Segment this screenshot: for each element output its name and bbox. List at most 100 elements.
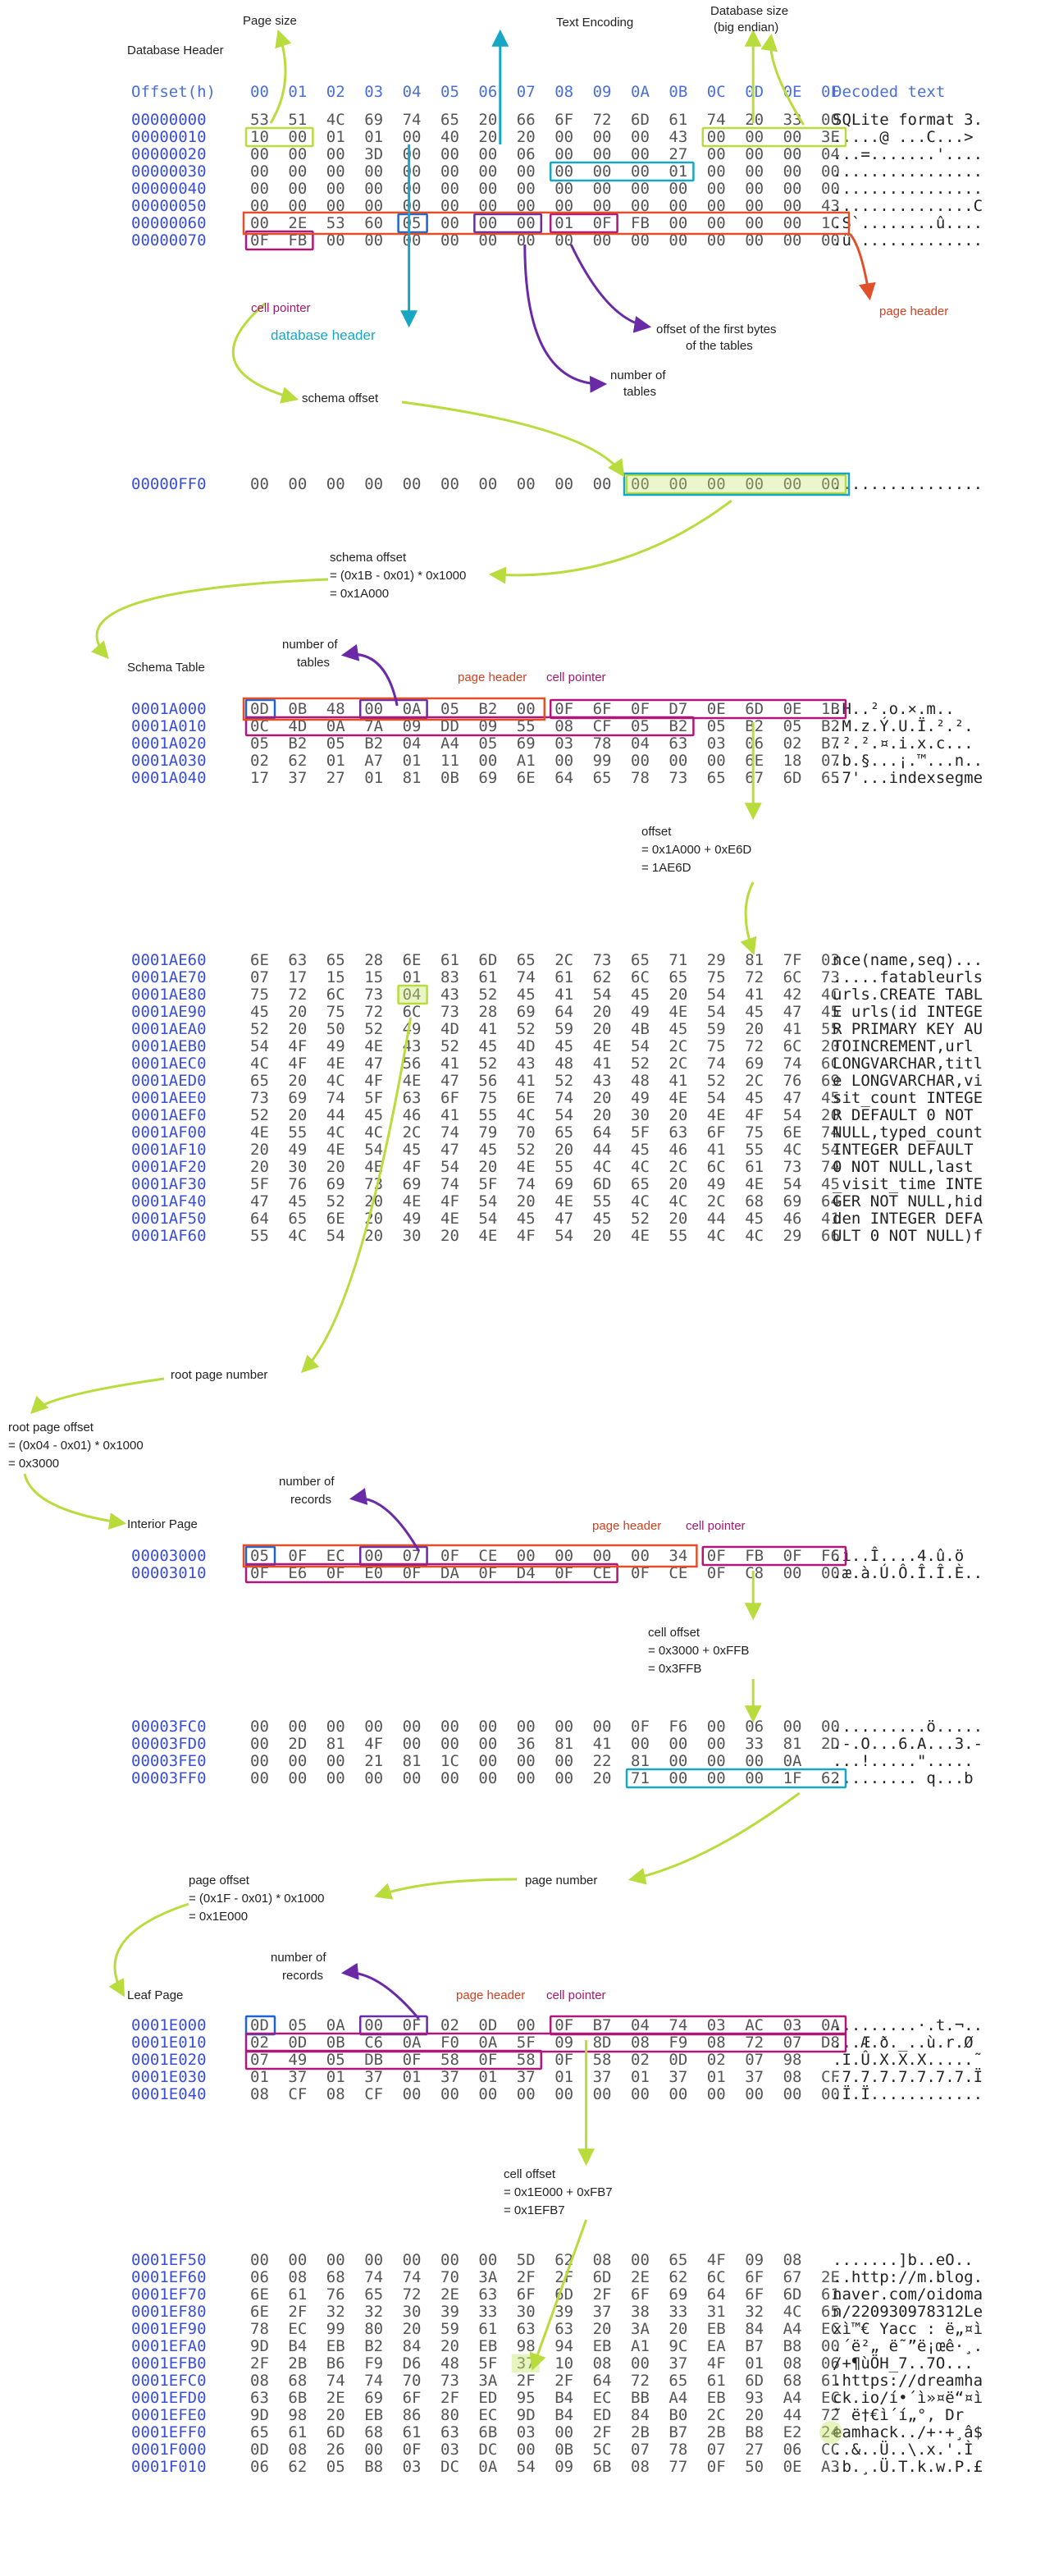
hex-byte: 80	[364, 2320, 383, 2338]
row-offset: 00000060	[131, 214, 207, 232]
row-offset: 0001EFC0	[131, 2372, 207, 2390]
row-offset: 0001AF00	[131, 1123, 207, 1142]
hex-byte: 09	[403, 717, 422, 735]
hex-byte: 33	[745, 1735, 764, 1753]
hex-byte: 00	[593, 1547, 612, 1565]
hex-byte: 03	[403, 2458, 422, 2476]
row-offset: 0001EFD0	[131, 2389, 207, 2407]
hex-byte: 72	[403, 2285, 422, 2304]
hex-byte: 55	[745, 1141, 764, 1159]
hex-byte: 46	[669, 1141, 687, 1159]
hex-byte: FB	[745, 1547, 764, 1565]
hex-byte: 00	[554, 197, 573, 215]
hex-byte: 22	[593, 1752, 612, 1770]
hex-byte: 4C	[517, 1106, 536, 1124]
hex-byte: CE	[478, 1547, 497, 1565]
hex-byte: CC	[821, 2441, 840, 2459]
hex-byte: 00	[821, 162, 840, 181]
hex-byte: 27	[326, 769, 345, 787]
hex-byte: 00	[707, 475, 726, 493]
hex-byte: 30	[288, 1158, 307, 1176]
hex-byte: 52	[440, 1037, 459, 1055]
hex-byte: 00	[707, 197, 726, 215]
hex-byte: 00	[478, 1718, 497, 1736]
hex-byte: 00	[440, 1718, 459, 1736]
hex-byte: 00	[326, 1752, 345, 1770]
hex-byte: 05	[440, 700, 459, 718]
hex-byte: 41	[593, 1735, 612, 1753]
hex-byte: 74	[707, 1055, 726, 1073]
hex-byte: 98	[288, 2406, 307, 2424]
hex-byte: 9C	[669, 2337, 687, 2355]
hex-byte: 4E	[326, 1055, 345, 1073]
hex-byte: 4E	[403, 1192, 422, 1210]
hex-byte: 74	[326, 1089, 345, 1107]
hex-byte: 10	[250, 128, 269, 146]
hex-byte: 30	[403, 2303, 422, 2321]
hex-byte: 06	[517, 145, 536, 163]
hex-byte: 00	[821, 180, 840, 198]
hex-byte: 00	[517, 1547, 536, 1565]
hex-byte: 00	[783, 162, 802, 181]
hex-byte: 01	[326, 128, 345, 146]
hex-byte: 70	[440, 2268, 459, 2286]
decoded-text: SQLite format 3.	[833, 111, 983, 129]
hex-byte: FB	[631, 214, 650, 232]
row-offset: 0001AF60	[131, 1227, 207, 1245]
hex-byte: 21	[364, 1752, 383, 1770]
hex-byte: 00	[707, 180, 726, 198]
hex-byte: 00	[821, 1718, 840, 1736]
hex-byte: 45	[403, 1141, 422, 1159]
hex-byte: 00	[250, 214, 269, 232]
hex-byte: 76	[783, 1072, 802, 1090]
hex-byte: 00	[288, 1752, 307, 1770]
hex-byte: 00	[364, 231, 383, 249]
hex-byte: 08	[250, 2372, 269, 2390]
hex-byte: 72	[364, 1003, 383, 1021]
hex-byte: 01	[250, 2068, 269, 2086]
row-offset: 0001EF50	[131, 2251, 207, 2269]
hex-byte: 6D	[783, 769, 802, 787]
row-offset: 0001AEF0	[131, 1106, 207, 1124]
number-of-tables-label-1-line2: tables	[623, 385, 656, 399]
hex-byte: 55	[554, 1158, 573, 1176]
hex-byte: 00	[783, 128, 802, 146]
hex-byte: 65	[250, 2423, 269, 2441]
hex-byte: 05	[403, 214, 422, 232]
header-column-label: 00	[250, 83, 269, 101]
hex-byte: 61	[288, 2423, 307, 2441]
hex-byte: 56	[478, 1072, 497, 1090]
hex-byte: 15	[326, 968, 345, 986]
hex-byte: 50	[745, 2458, 764, 2476]
hex-byte: 00	[821, 475, 840, 493]
hex-byte: 74	[364, 2268, 383, 2286]
hex-byte: 00	[440, 2085, 459, 2103]
hex-byte: 41	[783, 1020, 802, 1038]
hex-byte: 47	[783, 1003, 802, 1021]
hex-byte: 65	[250, 1072, 269, 1090]
hex-byte: 4C	[707, 1227, 726, 1245]
hex-byte: 61	[288, 2285, 307, 2304]
hex-byte: 61	[745, 1158, 764, 1176]
hex-byte: 00	[364, 1547, 383, 1565]
hex-byte: 43	[440, 986, 459, 1004]
hex-byte: 4F	[745, 1106, 764, 1124]
hex-byte: 63	[403, 1089, 422, 1107]
annotation-arrow	[401, 400, 625, 478]
hex-byte: 00	[631, 128, 650, 146]
hex-byte: 62	[554, 2251, 573, 2269]
hex-byte: 00	[517, 214, 536, 232]
hex-byte: 00	[478, 2085, 497, 2103]
hex-byte: 45	[288, 1192, 307, 1210]
hex-byte: CF	[288, 2085, 307, 2103]
header-column-label: 05	[440, 83, 459, 101]
hex-byte: 4F	[440, 1192, 459, 1210]
annotation-arrow	[30, 1377, 165, 1414]
hex-byte: 39	[554, 2303, 573, 2321]
hex-byte: 6D	[554, 2285, 573, 2304]
hex-byte: 00	[821, 2337, 840, 2355]
hex-byte: 0F	[593, 214, 612, 232]
hex-byte: 00	[364, 162, 383, 181]
hex-byte: 00	[517, 1769, 536, 1787]
hex-byte: 02	[440, 2016, 459, 2034]
